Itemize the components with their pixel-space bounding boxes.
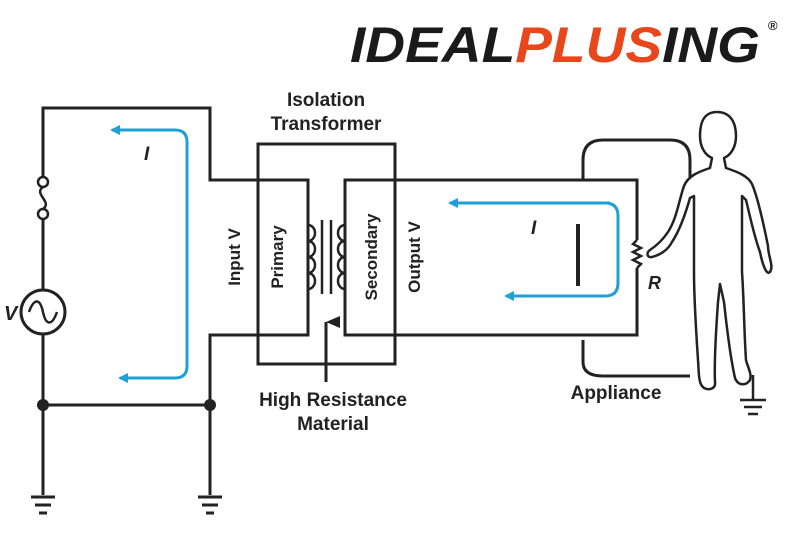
transformer-title-line2: Transformer <box>271 114 382 135</box>
fuse-symbol <box>36 175 50 221</box>
source-voltage-label: V <box>4 303 19 325</box>
wires <box>41 106 639 495</box>
logo-part-ideal: IDEAL <box>350 17 515 73</box>
input-voltage-label: Input V <box>225 228 244 286</box>
junction-dot-left <box>37 399 49 411</box>
ground-symbol-middle <box>198 495 222 515</box>
ground-symbol-person <box>740 375 766 416</box>
wire-bottom-left <box>41 333 258 407</box>
appliance-bottom-bracket <box>581 340 690 378</box>
secondary-coil-icon <box>336 223 346 291</box>
current-label-right: I <box>531 218 537 239</box>
current-label-left: I <box>144 144 150 165</box>
registered-mark: ® <box>768 18 778 33</box>
primary-coil-icon <box>307 223 317 291</box>
appliance-top-bracket <box>581 138 692 180</box>
person-figure-icon <box>646 110 773 391</box>
primary-label: Primary <box>268 225 287 289</box>
appliance-label: Appliance <box>571 383 662 404</box>
output-voltage-label: Output V <box>405 220 424 292</box>
wire-top-left <box>41 106 258 182</box>
logo-part-plus: PLUS <box>515 17 662 73</box>
current-arrow-left <box>112 128 189 383</box>
ac-source-symbol <box>19 288 67 336</box>
resistor-label: R <box>648 273 661 293</box>
resistor-icon <box>630 239 644 269</box>
transformer-title-line1: Isolation <box>287 90 365 111</box>
wire-output-bottom <box>395 268 639 337</box>
current-arrow-right-return <box>504 201 620 301</box>
material-label-line1: High Resistance <box>259 390 407 411</box>
primary-winding-box <box>256 178 310 337</box>
logo-part-ing: ING <box>662 17 760 73</box>
ground-symbol-left <box>31 495 55 515</box>
secondary-label: Secondary <box>362 213 381 300</box>
material-label-line2: Material <box>297 414 369 435</box>
isolation-transformer <box>256 142 397 366</box>
junction-dot-right <box>204 399 216 411</box>
wire-output-top <box>395 178 639 240</box>
appliance-symbol <box>576 138 692 378</box>
